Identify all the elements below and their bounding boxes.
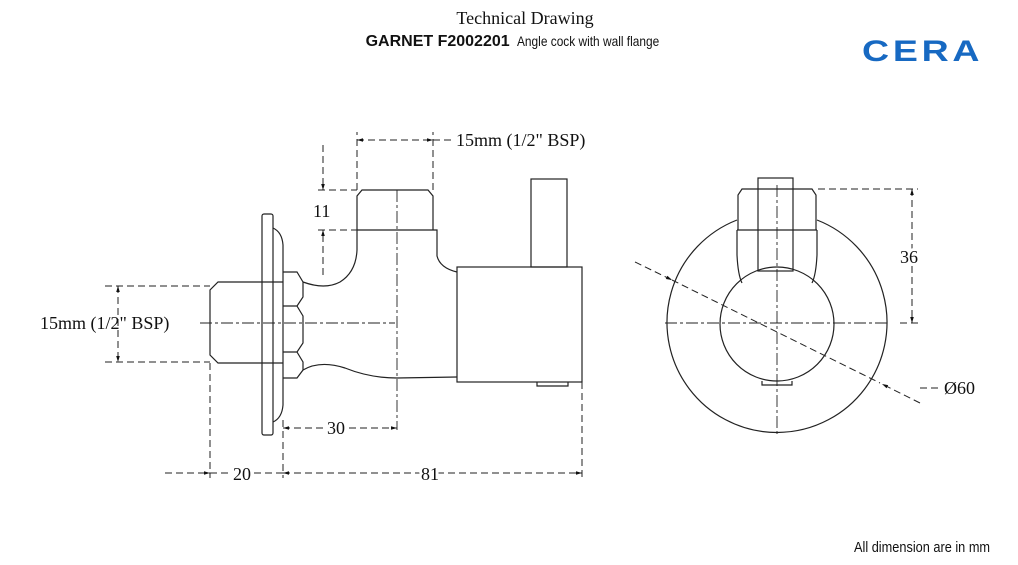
outlet-spout [356,189,434,230]
front-handle [757,177,794,272]
units-note: All dimension are in mm [853,539,990,556]
front-view: 36 Ø60 [634,177,975,435]
product-description: Angle cock with wall flange [517,33,660,49]
cera-logo: CERA [862,35,984,68]
hex-nut [283,271,304,379]
dim-outlet-height: 11 [313,201,330,221]
dim-body-to-outlet: 30 [327,418,345,438]
valve-body [302,229,458,379]
dim-inlet-length: 20 [233,464,251,484]
drawing-subtitle: GARNET F2002201 Angle cock with wall fla… [0,33,1018,51]
product-code: GARNET F2002201 [365,33,510,50]
dim-inlet-thread: 15mm (1/2" BSP) [40,313,169,334]
side-view: 15mm (1/2" BSP) 11 15mm (1/2" BSP) 30 20… [40,130,585,487]
dim-outlet-thread: 15mm (1/2" BSP) [456,130,585,151]
bottom-knob [536,382,569,387]
valve-box [456,266,583,383]
inlet-pipe [209,281,283,364]
dim-total-length: 81 [421,464,439,484]
dim-front-height: 36 [900,247,918,267]
flange-step [272,227,284,423]
drawing-title: Technical Drawing [456,8,594,28]
dim-flange-diameter: Ø60 [944,378,975,398]
handle-lever [530,178,568,268]
wall-flange [261,213,274,436]
